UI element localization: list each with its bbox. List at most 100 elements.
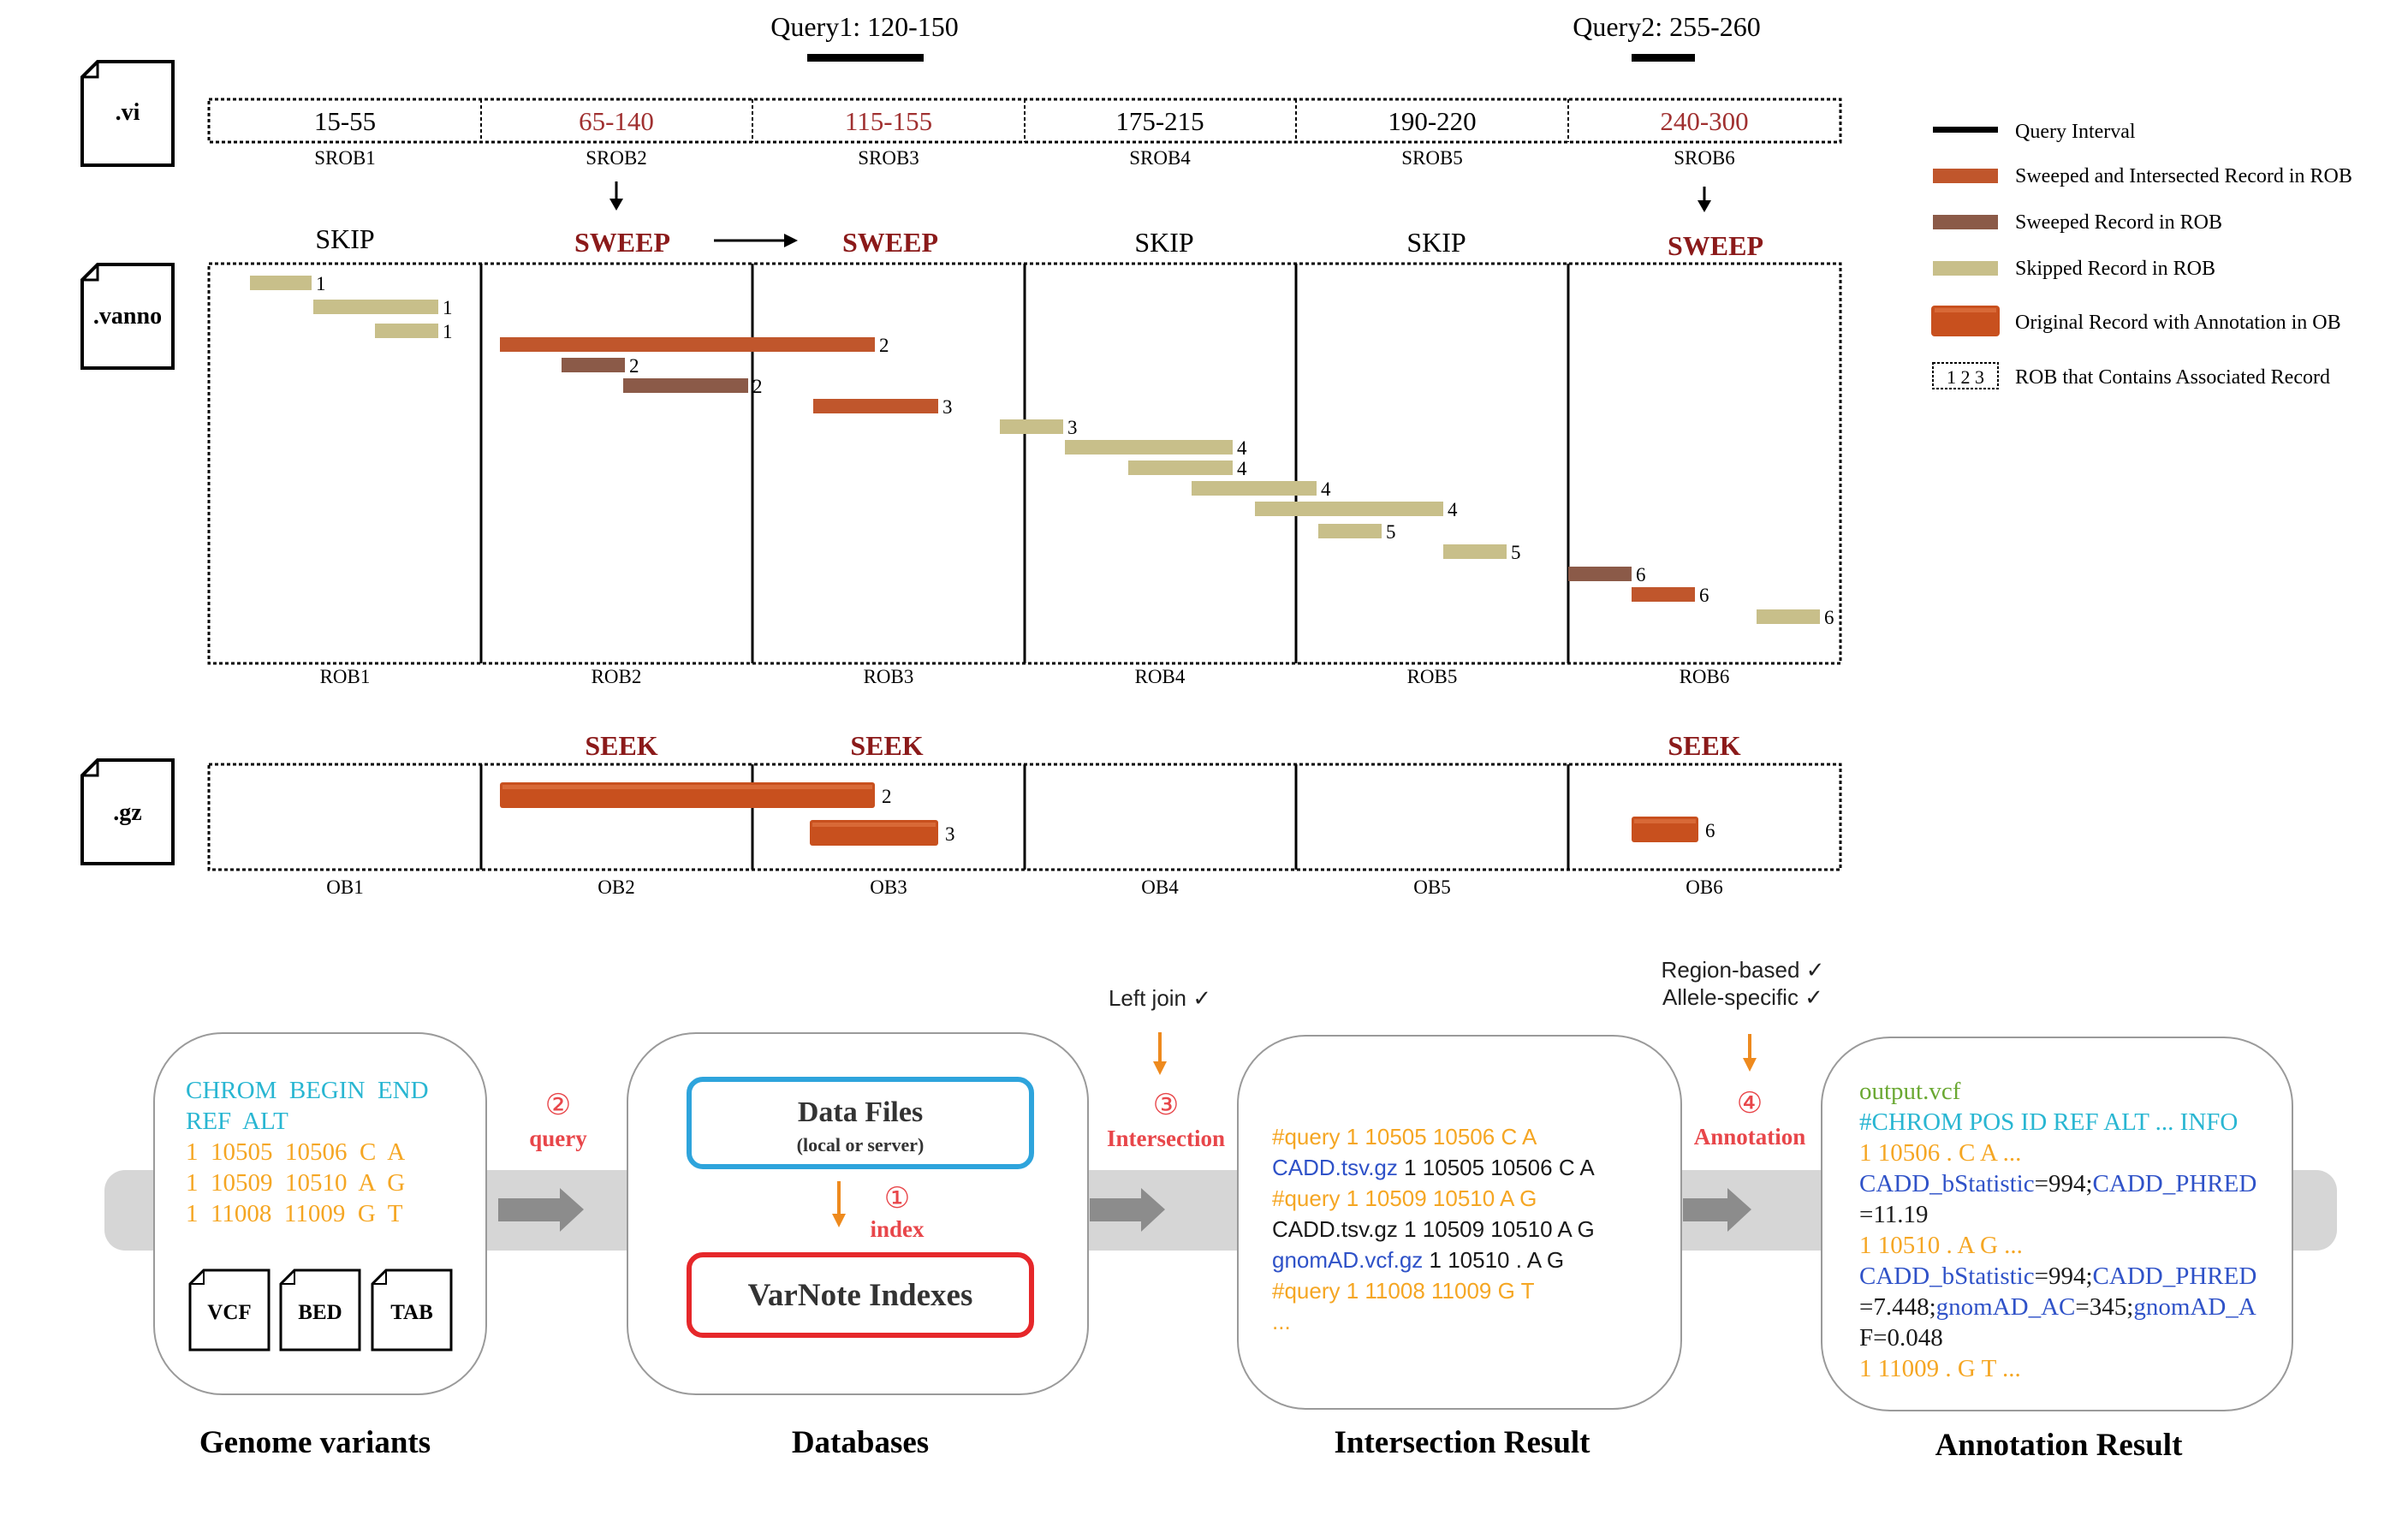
gz-file-icon: .gz <box>80 758 175 865</box>
vcf-file-icon: VCF <box>188 1268 271 1352</box>
vanno-record-intersected <box>813 399 938 413</box>
legend: Query Interval Sweeped and Intersected R… <box>1931 121 2352 389</box>
action-label: SWEEP <box>1668 230 1763 261</box>
vanno-record-skipped <box>1255 502 1443 516</box>
vanno-record-label: 4 <box>1321 478 1331 500</box>
bed-file-icon: BED <box>279 1268 361 1352</box>
vanno-record-intersected <box>500 337 875 352</box>
genome-header: REF ALT <box>186 1108 288 1135</box>
rob-labels: ROB1 ROB2 ROB3 ROB4 ROB5 ROB6 <box>320 666 1730 687</box>
ob-label: OB3 <box>870 876 907 898</box>
step-number: ② <box>545 1090 571 1121</box>
rob-label: ROB5 <box>1407 666 1458 687</box>
vanno-record-label: 5 <box>1386 521 1396 543</box>
vanno-record-skipped <box>1192 481 1317 496</box>
action-label: SWEEP <box>574 227 670 258</box>
result-line: CADD.tsv.gz 1 10509 10510 A G <box>1272 1216 1595 1242</box>
step-annotation: Region-based ✓ Allele-specific ✓ ④ Annot… <box>1662 957 1825 1150</box>
rob-label: ROB2 <box>592 666 642 687</box>
vanno-record-label: 1 <box>316 273 326 294</box>
result-line: 1 10510 . A G ... <box>1859 1232 2023 1259</box>
vanno-record-skipped <box>1065 440 1233 455</box>
genome-row: 1 10505 10506 C A <box>186 1138 405 1166</box>
format-label: BED <box>298 1301 342 1324</box>
srob-label: SROB6 <box>1674 147 1735 169</box>
result-line: ... <box>1272 1309 1291 1334</box>
rob-label: ROB6 <box>1680 666 1730 687</box>
step-intersection: Left join ✓ ③ Intersection <box>1107 985 1225 1151</box>
result-line: output.vcf <box>1859 1078 1961 1105</box>
vanno-record-skipped <box>1318 524 1382 538</box>
left-join-note: Left join ✓ <box>1109 985 1211 1011</box>
intersection-panel: #query 1 10505 10506 C A CADD.tsv.gz 1 10… <box>1237 1035 1682 1410</box>
query-2: Query2: 255-260 <box>1573 11 1761 62</box>
srob-range: 240-300 <box>1660 106 1748 136</box>
step-label: index <box>870 1216 925 1242</box>
result-line: #query 1 10509 10510 A G <box>1272 1185 1537 1211</box>
gz-record-highlight <box>812 823 936 827</box>
result-line: #query 1 10505 10506 C A <box>1272 1124 1537 1150</box>
result-line: CADD.tsv.gz 1 10505 10506 C A <box>1272 1155 1595 1180</box>
vanno-record-label: 2 <box>629 355 639 377</box>
step-label: Intersection <box>1107 1126 1225 1151</box>
vanno-record-swept <box>623 378 748 393</box>
vanno-record-skipped <box>1757 609 1820 624</box>
result-line: CADD_bStatistic=994;CADD_PHRED <box>1859 1263 2256 1290</box>
action-label: SKIP <box>1406 227 1466 258</box>
allele-specific-note: Allele-specific ✓ <box>1662 984 1823 1010</box>
vanno-record-label: 6 <box>1824 607 1834 628</box>
gz-record-label: 2 <box>882 786 892 807</box>
down-arrow-icon <box>1153 1061 1167 1075</box>
legend-label: Skipped Record in ROB <box>2015 258 2215 280</box>
legend-item-original: Original Record with Annotation in OB <box>1931 306 2341 336</box>
action-label: SWEEP <box>842 227 938 258</box>
step-label: query <box>529 1126 587 1151</box>
result-line: #CHROM POS ID REF ALT ... INFO <box>1859 1108 2238 1136</box>
seek-label: SEEK <box>585 730 657 761</box>
result-line: F=0.048 <box>1859 1324 1943 1352</box>
rob-label: ROB3 <box>864 666 914 687</box>
rob-label: ROB1 <box>320 666 371 687</box>
legend-item-swept: Sweeped Record in ROB <box>1933 211 2222 234</box>
genome-header: CHROM BEGIN END <box>186 1077 429 1104</box>
step-label: Annotation <box>1694 1124 1806 1150</box>
vanno-file-label: .vanno <box>93 303 162 330</box>
vanno-record-label: 4 <box>1237 458 1247 479</box>
vanno-record-label: 3 <box>1067 417 1078 438</box>
seek-labels: SEEK SEEK SEEK <box>585 730 1740 761</box>
vanno-record-intersected <box>1632 587 1695 602</box>
legend-item-query: Query Interval <box>1933 121 2136 143</box>
genome-caption: Genome variants <box>199 1425 431 1460</box>
vanno-record-label: 6 <box>1699 585 1709 606</box>
action-label: SKIP <box>1134 227 1193 258</box>
seek-label: SEEK <box>850 730 923 761</box>
vanno-record-label: 4 <box>1448 499 1458 520</box>
intersection-caption: Intersection Result <box>1334 1425 1590 1460</box>
vanno-record-skipped <box>375 324 438 338</box>
annotation-panel: output.vcf #CHROM POS ID REF ALT ... INFO… <box>1821 1037 2293 1411</box>
action-labels: SKIP SWEEP SWEEP SKIP SKIP SWEEP <box>315 223 1763 261</box>
legend-label: Sweeped and Intersected Record in ROB <box>2015 165 2352 187</box>
srob-range: 175-215 <box>1115 106 1204 136</box>
legend-rob-box-text: 1 2 3 <box>1947 366 1984 388</box>
vi-file-icon: .vi <box>80 60 175 167</box>
vi-file-label: .vi <box>116 99 140 126</box>
srob-label: SROB1 <box>314 147 376 169</box>
down-arrow-icon <box>1743 1058 1757 1072</box>
pipeline: CHROM BEGIN END REF ALT 1 10505 10506 C … <box>104 957 2337 1463</box>
vanno-record-skipped <box>1000 419 1063 434</box>
region-based-note: Region-based ✓ <box>1662 957 1825 983</box>
legend-item-rob-box: 1 2 3 ROB that Contains Associated Recor… <box>1932 362 2330 389</box>
result-line: CADD_bStatistic=994;CADD_PHRED <box>1859 1170 2256 1197</box>
vanno-record-label: 2 <box>879 335 889 356</box>
varnote-indexes-box <box>687 1252 1034 1338</box>
format-label: VCF <box>207 1301 251 1324</box>
srob-label: SROB4 <box>1129 147 1191 169</box>
query-1-bar <box>807 54 924 62</box>
step-number: ④ <box>1737 1088 1763 1120</box>
vanno-record-label: 4 <box>1237 437 1247 459</box>
vanno-record-label: 1 <box>443 321 453 342</box>
pipeline-arrow-icon <box>1683 1188 1751 1232</box>
